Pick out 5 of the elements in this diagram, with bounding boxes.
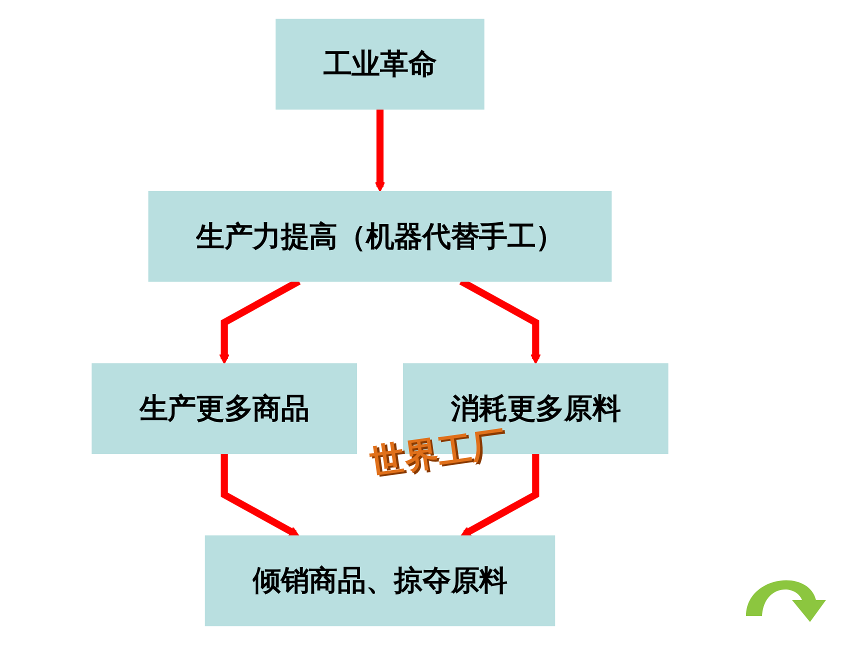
arrow <box>374 109 386 192</box>
word-art-label: 世界工厂 <box>367 422 509 484</box>
arrow <box>460 453 540 537</box>
arrow <box>220 453 300 537</box>
node-box: 工业革命 <box>276 18 484 110</box>
